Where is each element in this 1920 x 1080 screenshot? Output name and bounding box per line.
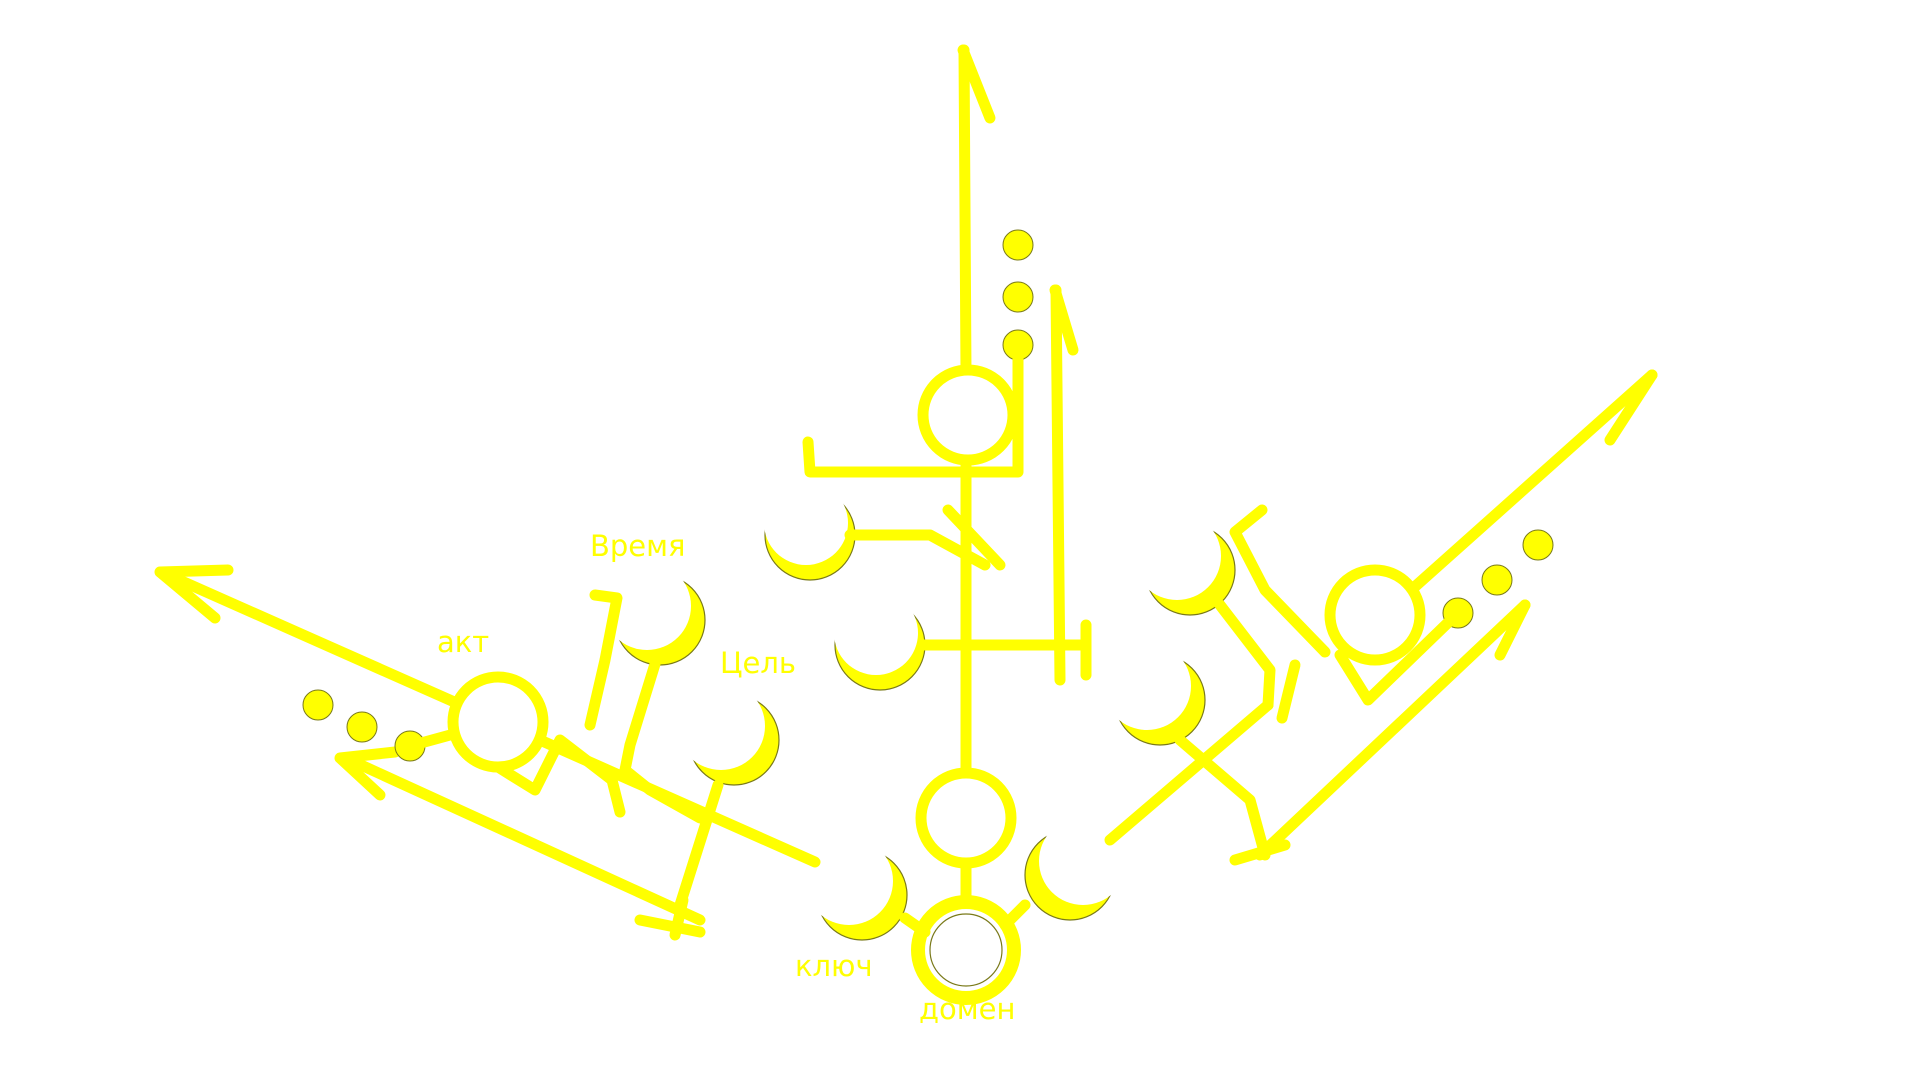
left-branch	[154, 564, 821, 941]
right-crescent-lower	[1114, 654, 1206, 746]
right-crescent-upper	[1144, 524, 1236, 616]
right-ring	[1324, 564, 1426, 666]
klyuch-link	[899, 912, 931, 938]
right-lower-arrowhead	[1494, 599, 1531, 661]
akt-ring	[447, 671, 549, 773]
right-crescent-lower-stem	[1174, 734, 1271, 861]
right-main-line	[1394, 369, 1658, 606]
center-upper-ring	[917, 364, 1019, 466]
label-klyuch: ключ	[795, 949, 873, 983]
center-crescent-link	[844, 529, 991, 571]
right-bracket	[1229, 504, 1331, 658]
center-lower-ring	[915, 767, 1017, 869]
right-dot-line	[1334, 607, 1464, 706]
tsel-crescent	[688, 694, 780, 786]
vremya-crescent	[614, 574, 706, 666]
center-second-line	[1050, 284, 1066, 686]
center-slash	[942, 504, 1006, 571]
left-dot-1	[302, 689, 334, 721]
domen-ring-inner	[929, 913, 1003, 987]
label-tsel: Цель	[720, 646, 796, 680]
label-vremya: Время	[590, 529, 686, 563]
klyuch-crescent	[816, 849, 908, 941]
center-dot-2	[1002, 281, 1034, 313]
right-terminal-bar	[1229, 839, 1291, 866]
left-lower-arrowhead	[334, 746, 401, 801]
left-lower-line	[344, 754, 706, 926]
center-crescent-middle	[834, 599, 926, 691]
akt-hook	[492, 734, 626, 818]
center-right-link	[999, 899, 1031, 931]
center-second-arrowhead	[1049, 284, 1079, 356]
right-main-arrowhead	[1604, 369, 1658, 446]
center-tall-line	[958, 44, 972, 378]
label-akt: акт	[437, 625, 490, 659]
tsel-stem	[674, 779, 724, 911]
vremya-bracket	[584, 589, 623, 731]
left-arrowhead	[154, 564, 234, 624]
center-tall-arrowhead	[957, 44, 996, 124]
center-stack	[764, 44, 1116, 1005]
center-crescent-right	[1024, 829, 1116, 921]
right-slash	[1276, 659, 1301, 724]
label-domen: домен	[919, 992, 1016, 1026]
left-terminal-bar	[634, 914, 706, 938]
right-lower-line	[1254, 599, 1531, 861]
right-dot-1	[1522, 529, 1554, 561]
right-branch	[1104, 369, 1658, 866]
right-cross	[1104, 699, 1274, 846]
right-crescent-upper-stem	[1214, 599, 1276, 711]
right-dot-2	[1481, 564, 1513, 596]
center-dot-1	[1002, 229, 1034, 261]
center-crescent-left	[764, 489, 856, 581]
left-dot-2	[346, 711, 378, 743]
vremya-stem	[619, 658, 706, 824]
domen-ring-outer	[911, 895, 1021, 1005]
center-bracket	[802, 339, 1024, 478]
